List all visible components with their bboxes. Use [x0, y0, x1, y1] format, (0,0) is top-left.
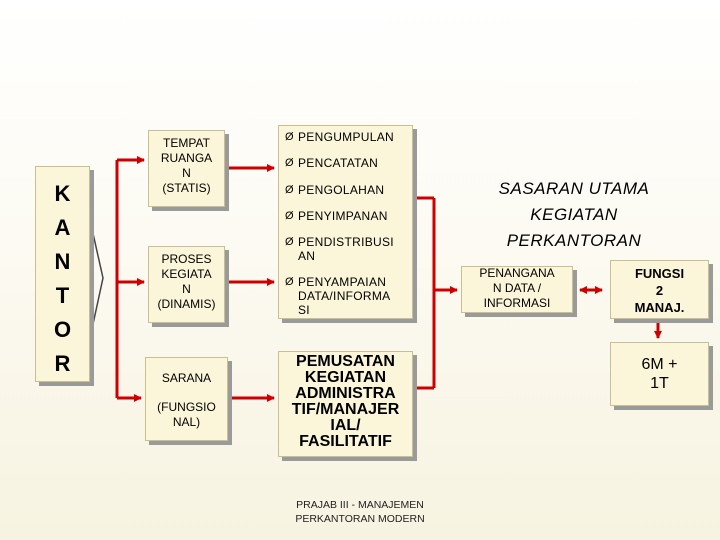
list-item-label: PENGUMPULAN [298, 130, 394, 144]
kantor-letters: K A N T O R [36, 177, 89, 381]
list-item-label: PENGOLAHAN [298, 183, 385, 197]
list-item: Ø PENGOLAHAN [285, 183, 412, 197]
sarana-sub: (FUNGSIO NAL) [157, 400, 216, 429]
fungsi-box: FUNGSI 2 MANAJ. [610, 260, 709, 319]
kantor-letter: R [54, 351, 71, 376]
list-item: Ø PENDISTRIBUSI AN [285, 235, 412, 263]
list-item-label: PENCATATAN [298, 156, 379, 170]
kantor-letter: O [53, 317, 72, 342]
proses-text: PROSES KEGIATA N (DINAMIS) [157, 252, 216, 311]
kantor-letter: T [55, 283, 70, 308]
bullet-arrow-icon: Ø [285, 236, 294, 248]
bullet-arrow-icon: Ø [285, 184, 294, 196]
sarana-box: SARANA (FUNGSIO NAL) [145, 357, 228, 441]
proses-box: PROSES KEGIATA N (DINAMIS) [148, 246, 225, 323]
footer-caption: PRAJAB III - MANAJEMEN PERKANTORAN MODER… [295, 499, 425, 525]
kantor-big-arrow [89, 219, 104, 339]
six-m-box: 6M + 1T [610, 342, 709, 406]
kantor-letter: N [54, 249, 71, 274]
activity-list-box: Ø PENGUMPULAN Ø PENCATATAN Ø PENGOLAHAN … [278, 125, 413, 319]
sarana-title: SARANA [161, 371, 212, 385]
sasaran-heading: SASARAN UTAMA KEGIATAN PERKANTORAN [498, 179, 650, 250]
bullet-arrow-icon: Ø [285, 131, 294, 143]
list-item: Ø PENYAMPAIAN DATA/INFORMA SI [285, 275, 412, 317]
kantor-letter: A [54, 215, 71, 240]
list-item-label: PENDISTRIBUSI AN [298, 235, 394, 263]
bullet-arrow-icon: Ø [285, 210, 294, 222]
penanganan-box: PENANGANA N DATA / INFORMASI [461, 266, 573, 313]
list-item: Ø PENYIMPANAN [285, 209, 412, 223]
six-m-text: 6M + 1T [641, 356, 678, 392]
list-item: Ø PENCATATAN [285, 156, 412, 170]
kantor-letter: K [54, 181, 71, 206]
tempat-text: TEMPAT RUANGA N (STATIS) [160, 136, 213, 195]
list-item: Ø PENGUMPULAN [285, 130, 412, 144]
kantor-box: K A N T O R [35, 166, 90, 382]
pemusatan-text: PEMUSATAN KEGIATAN ADMINISTRA TIF/MANAJE… [291, 353, 400, 450]
tempat-box: TEMPAT RUANGA N (STATIS) [148, 130, 225, 207]
pemusatan-box: PEMUSATAN KEGIATAN ADMINISTRA TIF/MANAJE… [278, 351, 413, 457]
bullet-arrow-icon: Ø [285, 276, 294, 288]
list-item-label: PENYIMPANAN [298, 209, 388, 223]
fungsi-text: FUNGSI 2 MANAJ. [634, 266, 685, 315]
list-item-label: PENYAMPAIAN DATA/INFORMA SI [298, 275, 391, 317]
bullet-arrow-icon: Ø [285, 157, 294, 169]
penanganan-text: PENANGANA N DATA / INFORMASI [479, 266, 555, 310]
